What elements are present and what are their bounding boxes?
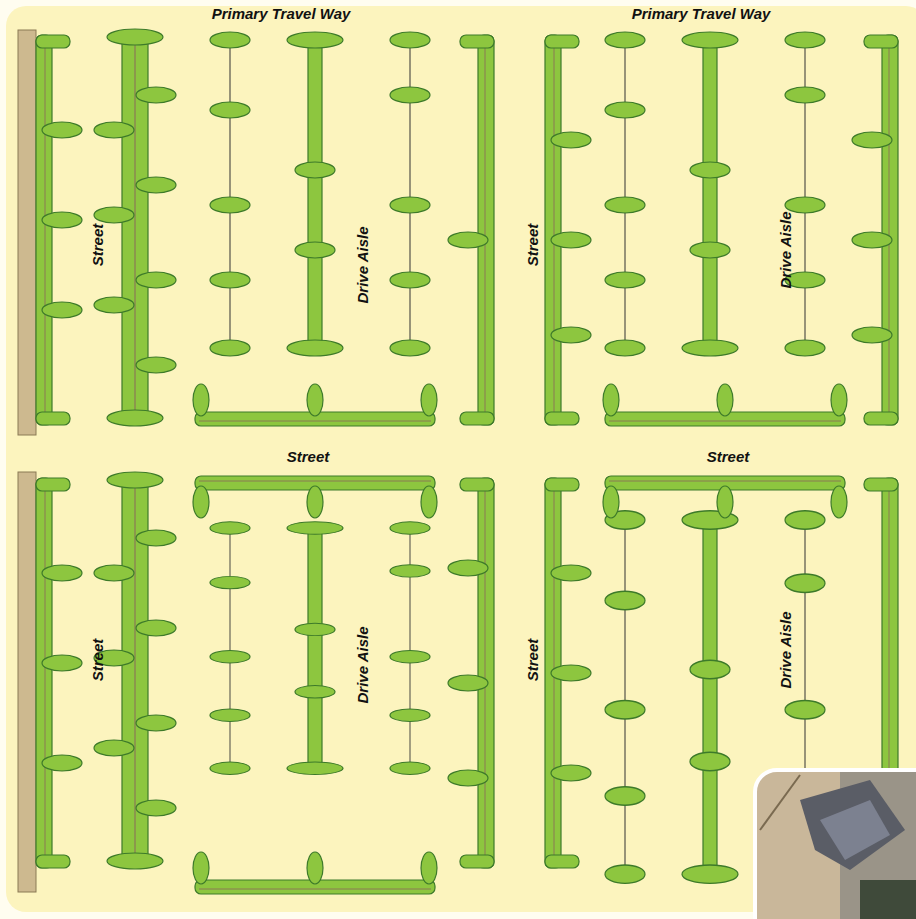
plan-label: Primary Travel Way <box>632 6 771 21</box>
plan-label: Street <box>90 639 105 682</box>
plan-label: Street <box>90 224 105 267</box>
plan-label: Street <box>287 449 330 464</box>
plan-label: Drive Aisle <box>778 612 793 689</box>
plan-label: Street <box>707 449 750 464</box>
plan-label: Street <box>525 639 540 682</box>
plan-label: Primary Travel Way <box>212 6 351 21</box>
plan-label: Street <box>525 224 540 267</box>
plan-label: Drive Aisle <box>355 227 370 304</box>
plan-label: Drive Aisle <box>355 627 370 704</box>
plan-label: Drive Aisle <box>778 212 793 289</box>
